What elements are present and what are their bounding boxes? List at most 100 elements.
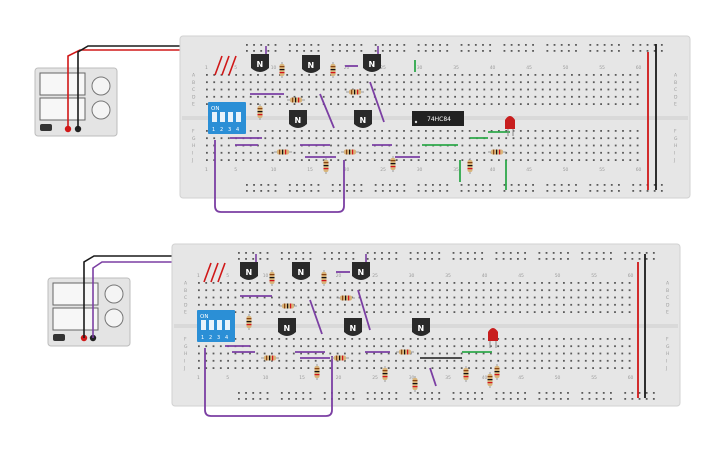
rail-hole[interactable] [339, 50, 341, 52]
terminal-hole[interactable] [235, 81, 237, 84]
terminal-hole[interactable] [220, 144, 223, 147]
terminal-hole[interactable] [271, 303, 273, 306]
terminal-hole[interactable] [206, 88, 208, 91]
terminal-hole[interactable] [563, 345, 565, 348]
rail-hole[interactable] [596, 184, 599, 186]
terminal-hole[interactable] [380, 289, 383, 292]
wire-red-jumper[interactable] [228, 55, 237, 76]
terminal-hole[interactable] [556, 95, 559, 98]
terminal-hole[interactable] [541, 103, 544, 105]
terminal-hole[interactable] [329, 367, 332, 369]
terminal-hole[interactable] [555, 345, 558, 348]
terminal-hole[interactable] [241, 289, 244, 292]
rail-hole[interactable] [624, 392, 627, 394]
terminal-hole[interactable] [438, 367, 441, 369]
terminal-hole[interactable] [358, 367, 361, 369]
terminal-hole[interactable] [227, 144, 230, 147]
terminal-hole[interactable] [548, 345, 551, 348]
terminal-hole[interactable] [344, 338, 346, 340]
rail-hole[interactable] [388, 398, 391, 400]
power-supply-switch[interactable] [53, 334, 65, 341]
terminal-hole[interactable] [453, 296, 456, 299]
terminal-hole[interactable] [425, 88, 427, 91]
terminal-hole[interactable] [556, 88, 559, 91]
terminal-hole[interactable] [329, 296, 332, 299]
terminal-hole[interactable] [519, 289, 521, 292]
rail-hole[interactable] [524, 392, 526, 394]
terminal-hole[interactable] [555, 311, 558, 313]
terminal-hole[interactable] [315, 88, 318, 91]
terminal-hole[interactable] [592, 159, 595, 161]
rail-hole[interactable] [459, 258, 462, 260]
terminal-hole[interactable] [263, 338, 266, 340]
terminal-hole[interactable] [366, 144, 369, 147]
terminal-hole[interactable] [614, 88, 617, 91]
terminal-hole[interactable] [468, 289, 470, 292]
resistor[interactable] [467, 158, 473, 174]
terminal-hole[interactable] [205, 303, 208, 306]
terminal-hole[interactable] [482, 311, 485, 313]
terminal-hole[interactable] [454, 130, 456, 132]
terminal-hole[interactable] [614, 103, 617, 105]
rail-hole[interactable] [467, 44, 470, 46]
terminal-hole[interactable] [460, 282, 463, 284]
terminal-hole[interactable] [570, 338, 573, 340]
terminal-hole[interactable] [483, 151, 486, 154]
terminal-hole[interactable] [446, 137, 449, 140]
terminal-hole[interactable] [548, 352, 551, 355]
terminal-hole[interactable] [498, 137, 500, 140]
terminal-hole[interactable] [526, 289, 529, 292]
resistor[interactable] [261, 355, 279, 361]
rail-hole[interactable] [424, 190, 427, 192]
terminal-hole[interactable] [315, 137, 318, 140]
rail-hole[interactable] [266, 392, 269, 394]
terminal-hole[interactable] [227, 296, 229, 299]
terminal-hole[interactable] [490, 282, 492, 284]
terminal-hole[interactable] [622, 74, 624, 76]
rail-hole[interactable] [639, 44, 642, 46]
rail-hole[interactable] [459, 252, 462, 254]
terminal-hole[interactable] [241, 338, 244, 340]
terminal-hole[interactable] [504, 345, 507, 348]
terminal-hole[interactable] [402, 311, 405, 313]
terminal-hole[interactable] [315, 81, 318, 84]
terminal-hole[interactable] [212, 303, 215, 306]
rail-hole[interactable] [353, 184, 356, 186]
rail-hole[interactable] [560, 190, 563, 192]
terminal-hole[interactable] [541, 352, 543, 355]
terminal-hole[interactable] [431, 282, 434, 284]
rail-hole[interactable] [310, 190, 313, 192]
rail-hole[interactable] [466, 392, 469, 394]
terminal-hole[interactable] [446, 359, 448, 362]
transistor[interactable]: N [251, 54, 269, 72]
rail-hole[interactable] [560, 44, 563, 46]
terminal-hole[interactable] [505, 95, 508, 98]
rail-hole[interactable] [467, 190, 470, 192]
terminal-hole[interactable] [417, 296, 419, 299]
terminal-hole[interactable] [592, 338, 594, 340]
terminal-hole[interactable] [578, 74, 581, 76]
rail-hole[interactable] [416, 252, 419, 254]
terminal-hole[interactable] [526, 311, 529, 313]
terminal-hole[interactable] [446, 338, 448, 340]
rail-hole[interactable] [575, 50, 577, 52]
transistor[interactable]: N [289, 110, 307, 128]
terminal-hole[interactable] [381, 103, 383, 105]
rail-hole[interactable] [588, 398, 591, 400]
terminal-hole[interactable] [271, 74, 274, 76]
terminal-hole[interactable] [438, 303, 441, 306]
terminal-hole[interactable] [307, 282, 310, 284]
rail-hole[interactable] [366, 398, 369, 400]
terminal-hole[interactable] [337, 137, 340, 140]
rail-hole[interactable] [538, 252, 541, 254]
terminal-hole[interactable] [534, 95, 537, 98]
rail-hole[interactable] [638, 392, 641, 394]
rail-hole[interactable] [331, 184, 334, 186]
rail-hole[interactable] [546, 190, 549, 192]
terminal-hole[interactable] [373, 311, 375, 313]
terminal-hole[interactable] [498, 130, 500, 132]
rail-hole[interactable] [352, 258, 355, 260]
rail-hole[interactable] [645, 398, 648, 400]
terminal-hole[interactable] [293, 151, 296, 154]
rail-hole[interactable] [602, 398, 605, 400]
